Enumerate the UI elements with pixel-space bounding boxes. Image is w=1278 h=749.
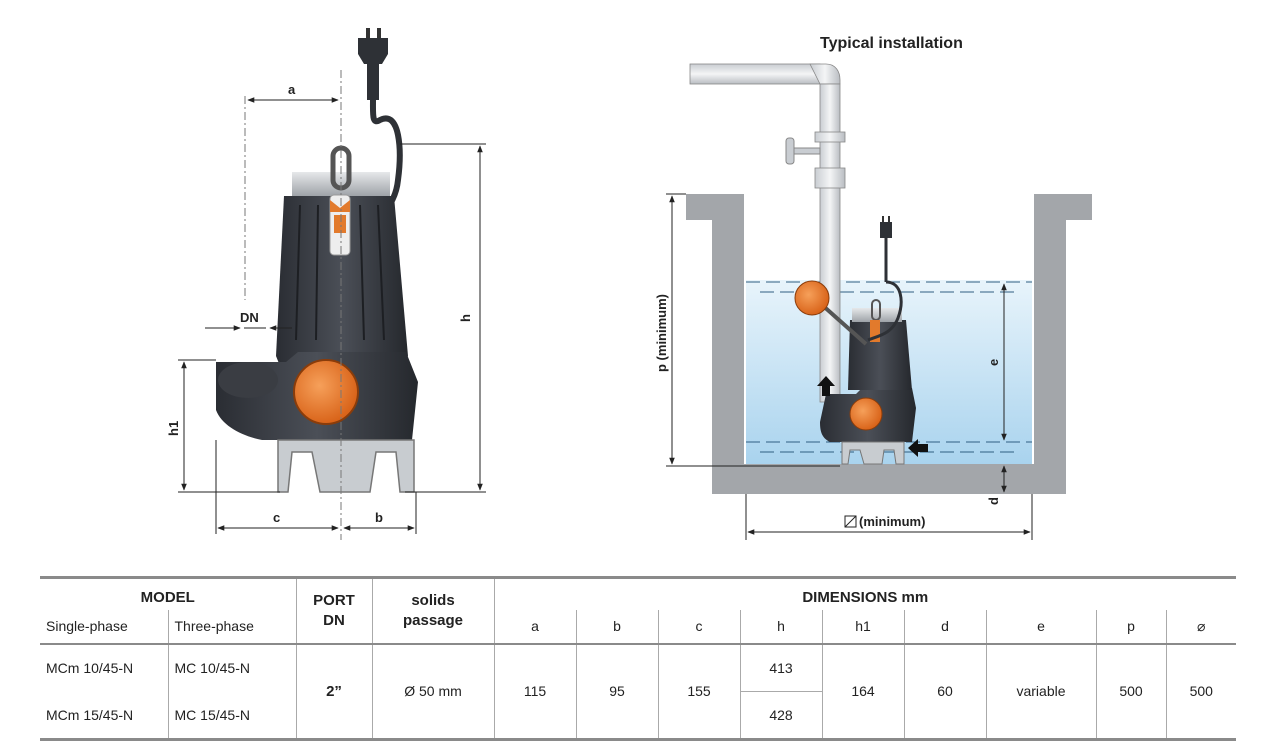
port-header-sub: DN <box>323 611 345 629</box>
port-value: 2” <box>296 642 373 741</box>
dim-label-b: b <box>375 510 383 525</box>
col-header-h1: h1 <box>822 609 905 644</box>
value-b: 95 <box>576 642 659 741</box>
dim-label-a: a <box>288 82 296 97</box>
single-phase-model: MCm 15/45-N <box>40 691 168 741</box>
dim-label-c: c <box>273 510 280 525</box>
value-h: 428 <box>740 691 823 741</box>
pump-diagram: a DN h h1 c b Typical installation <box>166 28 1092 540</box>
dim-label-d: d <box>986 497 1001 505</box>
value-diagonal: 500 <box>1166 642 1236 741</box>
solids-value: Ø 50 mm <box>372 642 495 741</box>
port-header: PORT DN <box>296 576 373 644</box>
value-h: 413 <box>740 642 823 692</box>
dim-label-e: e <box>986 359 1001 366</box>
value-c: 155 <box>658 642 741 741</box>
solids-header: solids passage <box>372 576 495 644</box>
dim-label-h: h <box>458 314 473 322</box>
installation-drawing <box>686 63 1092 494</box>
solids-header-sub: passage <box>402 611 464 629</box>
value-d: 60 <box>904 642 987 741</box>
single-phase-header: Single-phase <box>46 618 128 634</box>
col-header-d: d <box>904 609 987 644</box>
port-header-label: PORT <box>313 591 355 609</box>
col-header-e: e <box>986 609 1097 644</box>
col-header-c: c <box>658 609 741 644</box>
model-header: MODEL <box>40 576 297 610</box>
installation-title: Typical installation <box>820 35 963 52</box>
single-phase-model: MCm 10/45-N <box>40 642 168 692</box>
plug-icon <box>358 28 388 100</box>
dimensions-header: DIMENSIONS mm <box>494 576 1236 610</box>
solids-header-label: solids <box>411 591 455 609</box>
col-header-a: a <box>494 609 577 644</box>
pump-drawing <box>216 28 418 540</box>
table-row: MCm 10/45-N MC 10/45-N 2” Ø 50 mm 115 95… <box>40 642 1236 741</box>
three-phase-model: MC 10/45-N <box>167 642 297 692</box>
col-header-b: b <box>576 609 659 644</box>
value-a: 115 <box>494 642 577 741</box>
diagonal-square-icon <box>844 515 857 528</box>
value-p: 500 <box>1096 642 1167 741</box>
value-e: variable <box>986 642 1097 741</box>
dim-label-p: p (minimum) <box>654 294 669 372</box>
three-phase-header: Three-phase <box>167 609 297 644</box>
col-header-diagonal: ⌀ <box>1197 617 1206 634</box>
dimensions-table: MODEL PORT DN solids passage DIMENSIONS mm… <box>40 576 1236 741</box>
three-phase-model: MC 15/45-N <box>167 691 297 741</box>
col-header-h: h <box>740 609 823 644</box>
value-h1: 164 <box>822 642 905 741</box>
col-header-p: p <box>1096 609 1167 644</box>
table-row: MCm 15/45-N MC 15/45-N 428 <box>40 691 1236 741</box>
dim-label-diagonal: (minimum) <box>859 514 925 529</box>
dim-label-dn: DN <box>240 310 259 325</box>
dim-label-h1: h1 <box>166 421 181 436</box>
